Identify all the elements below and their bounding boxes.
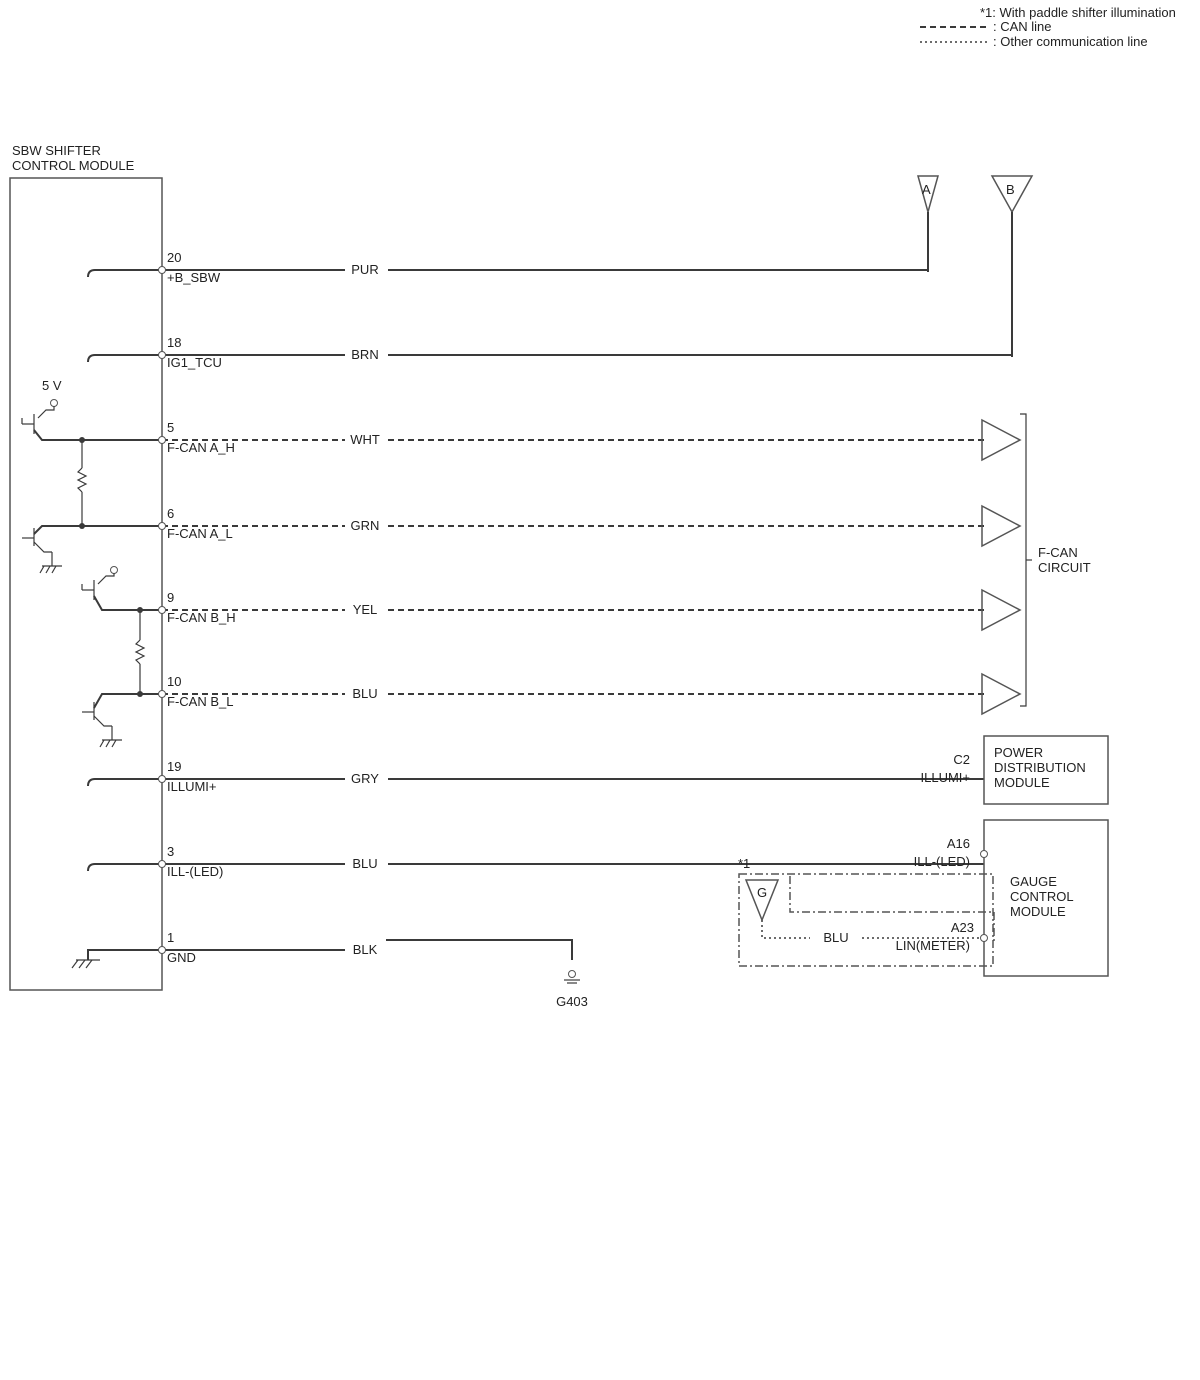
pin-number: 9 (167, 590, 174, 605)
fcan-connector-arrow (981, 418, 1022, 462)
pdm-label-line2: DISTRIBUTION (994, 760, 1086, 775)
connector-g-label: G (757, 885, 767, 900)
wire-color: PUR (351, 262, 378, 277)
pin-name: ILL-(LED) (167, 864, 223, 879)
fcan-label-line2: CIRCUIT (1038, 560, 1091, 575)
module-title-line2: CONTROL MODULE (12, 158, 135, 173)
pin-number: 6 (167, 506, 174, 521)
gcm-pin-a16-name: ILL-(LED) (914, 854, 970, 869)
can-transceiver-b (81, 566, 162, 748)
connector-a-label: A (922, 182, 931, 197)
pin-terminal (158, 946, 166, 954)
wire-color: BRN (351, 347, 378, 362)
pdm-label-line1: POWER (994, 745, 1043, 760)
terminal-row-9: 9F-CAN B_H YEL (158, 588, 1022, 632)
fcan-circuit: F-CAN CIRCUIT (1020, 413, 1091, 707)
supply-5v-label: 5 V (42, 378, 62, 393)
pin-number: 1 (167, 930, 174, 945)
connector-b-label: B (1006, 182, 1015, 197)
gcm-label-line2: CONTROL (1010, 889, 1074, 904)
pin-terminal (158, 522, 166, 530)
pin-terminal (158, 690, 166, 698)
can-transceiver-a: 5 V (21, 378, 162, 574)
lin-circuit: *1 G BLU (738, 856, 995, 967)
pdm-pin-c2: C2 (953, 752, 970, 767)
module-title-line1: SBW SHIFTER (12, 143, 101, 158)
pin-number: 20 (167, 250, 181, 265)
pin-number: 10 (167, 674, 181, 689)
ground-label: G403 (556, 994, 588, 1009)
fcan-connector-arrow (981, 672, 1022, 716)
lin-wire-color: BLU (823, 930, 848, 945)
pin-terminal (158, 266, 166, 274)
pin-name: F-CAN B_H (167, 610, 236, 625)
sbw-shifter-module: SBW SHIFTER CONTROL MODULE (9, 143, 163, 991)
pin-name: F-CAN A_H (167, 440, 235, 455)
pin-number: 18 (167, 335, 181, 350)
wire-color: WHT (350, 432, 380, 447)
pin-name: F-CAN B_L (167, 694, 233, 709)
wire-color: BLU (352, 686, 377, 701)
pin-terminal (158, 436, 166, 444)
wire-color: GRY (351, 771, 379, 786)
wire-color: BLU (352, 856, 377, 871)
gcm-label-line1: GAUGE (1010, 874, 1057, 889)
connector-b: B (990, 175, 1034, 357)
pin-number: 3 (167, 844, 174, 859)
pin-terminal (158, 606, 166, 614)
wire-color: YEL (353, 602, 378, 617)
legend-other-comm: : Other communication line (993, 34, 1148, 49)
pdm-pin-illumi: ILLUMI+ (921, 770, 971, 785)
terminal-row-5: 5F-CAN A_H WHT (158, 418, 1022, 462)
pin-terminal (158, 860, 166, 868)
gauge-control-module: GAUGE CONTROL MODULE A16 ILL-(LED) A23 L… (896, 819, 1109, 977)
pin-name: GND (167, 950, 196, 965)
legend-note-1: *1: With paddle shifter illumination (980, 5, 1176, 20)
fcan-connector-arrow (981, 588, 1022, 632)
terminal-row-6: 6F-CAN A_L GRN (158, 504, 1022, 548)
legend-can-line: : CAN line (993, 19, 1052, 34)
wire-color: GRN (351, 518, 380, 533)
pin-name: F-CAN A_L (167, 526, 233, 541)
internal-stubs (87, 269, 162, 872)
module-outline (9, 177, 163, 991)
gcm-pin-a16: A16 (947, 836, 970, 851)
gcm-pin-a23-name: LIN(METER) (896, 938, 970, 953)
pin-name: ILLUMI+ (167, 779, 217, 794)
legend: *1: With paddle shifter illumination : C… (920, 5, 1176, 49)
pin-name: IG1_TCU (167, 355, 222, 370)
wire-color: BLK (353, 942, 378, 957)
pin-name: +B_SBW (167, 270, 221, 285)
pin-terminal (158, 775, 166, 783)
option-note-marker: *1 (738, 856, 750, 871)
fcan-label-line1: F-CAN (1038, 545, 1078, 560)
gcm-pin-a23: A23 (951, 920, 974, 935)
pin-number: 19 (167, 759, 181, 774)
ground-g403: G403 (386, 939, 588, 1009)
pin-terminal (158, 351, 166, 359)
connector-a: A (917, 175, 939, 272)
internal-ground (71, 949, 162, 969)
pin-number: 5 (167, 420, 174, 435)
pdm-label-line3: MODULE (994, 775, 1050, 790)
terminal-row-10: 10F-CAN B_L BLU (158, 672, 1022, 716)
power-distribution-module: POWER DISTRIBUTION MODULE C2 ILLUMI+ (921, 735, 1109, 805)
gcm-label-line3: MODULE (1010, 904, 1066, 919)
fcan-connector-arrow (981, 504, 1022, 548)
terminal-row-20: 20 +B_SBW PUR (158, 250, 929, 285)
